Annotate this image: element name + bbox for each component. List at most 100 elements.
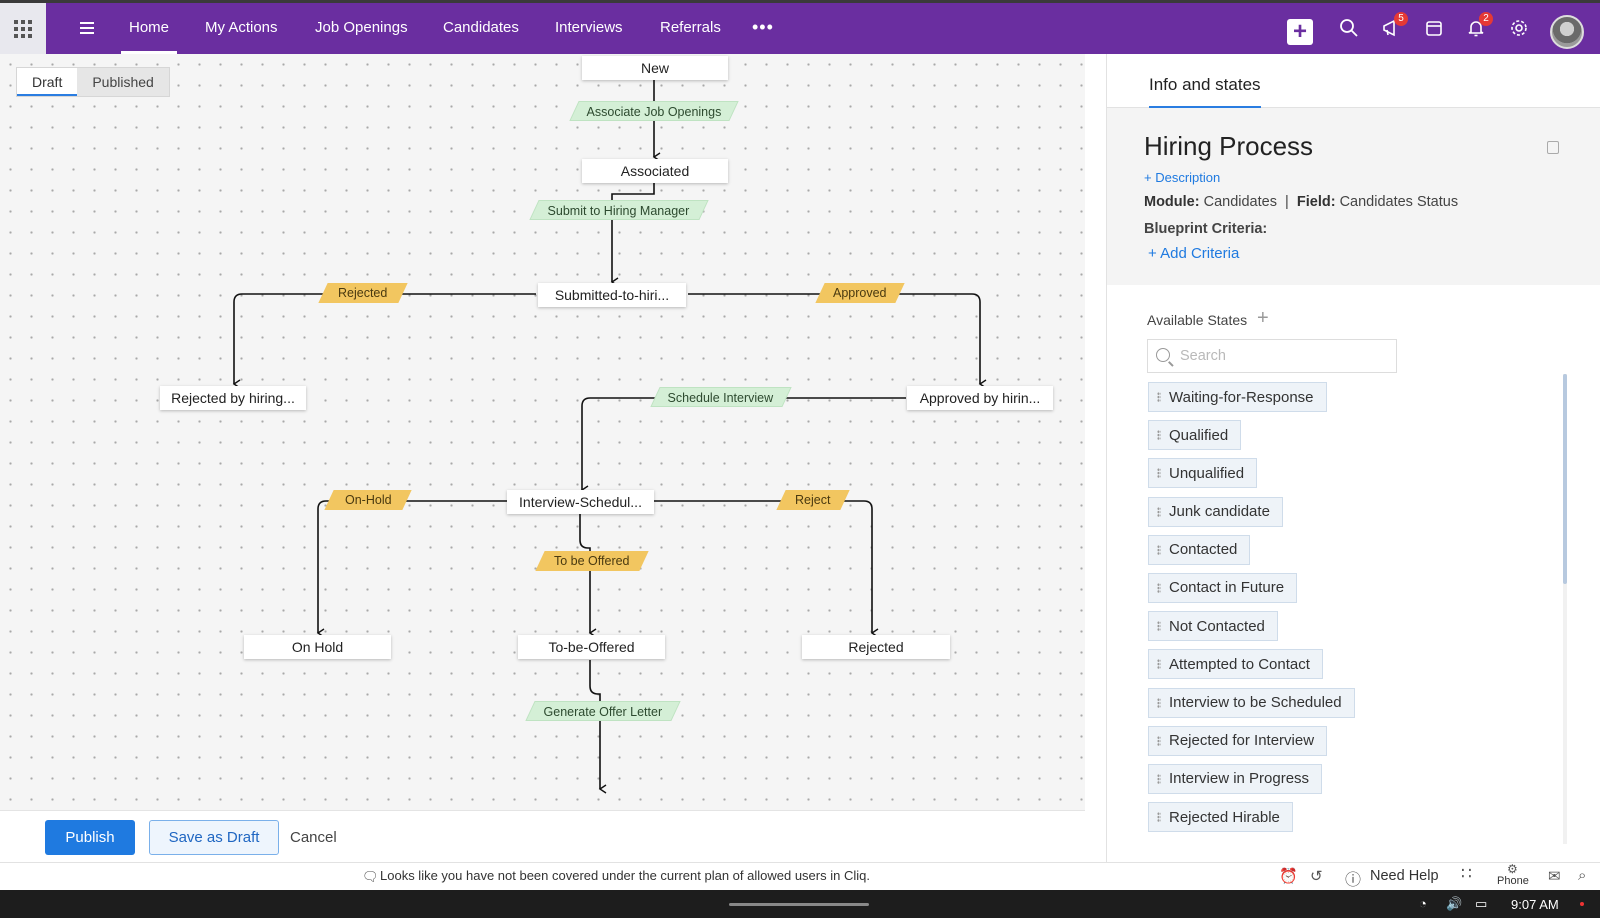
state-chip-label: Interview in Progress	[1169, 770, 1310, 788]
state-chip[interactable]: Waiting-for-Response	[1148, 382, 1327, 412]
more-menu-icon[interactable]: •••	[752, 17, 774, 37]
hamburger-menu-icon[interactable]	[80, 22, 94, 34]
state-chip[interactable]: Qualified	[1148, 420, 1242, 451]
wifi-icon[interactable]: ◔	[1419, 896, 1427, 911]
drag-handle-icon[interactable]	[1157, 506, 1161, 517]
state-chip[interactable]: Attempted to Contact	[1148, 649, 1323, 680]
clock-time[interactable]: 9:07 AM	[1511, 897, 1559, 912]
states-search-input[interactable]	[1180, 346, 1380, 366]
blueprint-criteria-label: Blueprint Criteria:	[1144, 221, 1268, 237]
drag-handle-icon[interactable]	[1157, 812, 1161, 823]
states-search-box	[1147, 339, 1397, 373]
need-help-link[interactable]: Need Help	[1370, 868, 1439, 884]
alarm-clock-icon[interactable]: ⏰	[1279, 868, 1298, 885]
state-node-on-hold[interactable]: On Hold	[244, 635, 391, 659]
state-chip[interactable]: Not Contacted	[1148, 611, 1278, 642]
notification-bell-icon[interactable]: 2	[1463, 12, 1493, 41]
state-chip[interactable]: Unqualified	[1148, 458, 1258, 489]
state-chip[interactable]: Junk candidate	[1148, 496, 1283, 527]
nav-referrals[interactable]: Referrals	[660, 19, 721, 36]
volume-icon[interactable]: 🔊	[1446, 896, 1463, 911]
tab-info-and-states[interactable]: Info and states	[1149, 54, 1261, 109]
search-icon[interactable]	[1336, 15, 1362, 41]
nav-home[interactable]: Home	[120, 3, 178, 54]
add-description-link[interactable]: + Description	[1144, 170, 1221, 185]
tab-draft[interactable]: Draft	[17, 68, 78, 96]
nav-job-openings[interactable]: Job Openings	[315, 19, 408, 36]
blueprint-canvas[interactable]: Draft Published New Associated Submitted…	[0, 54, 1085, 810]
bookmark-icon[interactable]	[1547, 141, 1559, 154]
available-states-list: Waiting-for-Response Qualified Unqualifi…	[1148, 382, 1528, 840]
transition-to-be-offered[interactable]: To be Offered	[535, 551, 649, 571]
drag-handle-icon[interactable]	[1157, 659, 1161, 670]
cliq-status-bar: 🗨 Looks like you have not been covered u…	[0, 862, 1600, 890]
history-icon[interactable]: ↺	[1310, 868, 1323, 885]
drag-handle-icon[interactable]	[1157, 468, 1161, 479]
state-node-to-be-offered[interactable]: To-be-Offered	[518, 635, 665, 659]
drag-handle-icon[interactable]	[1157, 773, 1161, 784]
drag-handle-icon[interactable]	[1157, 582, 1161, 593]
drag-handle-icon[interactable]	[1157, 430, 1161, 441]
state-chip[interactable]: Contacted	[1148, 534, 1251, 565]
module-field-line: Module: Candidates | Field: Candidates S…	[1144, 194, 1458, 210]
state-chip[interactable]: Interview in Progress	[1148, 763, 1323, 794]
transition-submit-to-hiring-manager[interactable]: Submit to Hiring Manager	[529, 200, 709, 220]
user-avatar[interactable]	[1550, 15, 1584, 49]
top-navigation-bar: Home My Actions Job Openings Candidates …	[0, 0, 1600, 54]
state-node-approved-by-hiring[interactable]: Approved by hirin...	[907, 386, 1053, 410]
phone-icon[interactable]: ⚙	[1507, 862, 1518, 876]
drag-handle-icon[interactable]	[1157, 621, 1161, 632]
transition-rejected[interactable]: Rejected	[318, 283, 408, 303]
state-chip[interactable]: Rejected Hirable	[1148, 802, 1293, 833]
transition-generate-offer-letter[interactable]: Generate Offer Letter	[525, 701, 681, 721]
quick-create-button[interactable]: +	[1287, 19, 1313, 45]
state-chip-label: Rejected Hirable	[1169, 808, 1280, 826]
drag-handle-icon[interactable]	[1157, 392, 1161, 402]
os-taskbar: ◔ 🔊 ▭ 9:07 AM	[0, 890, 1600, 918]
blueprint-info-box: Hiring Process + Description Module: Can…	[1107, 108, 1600, 285]
home-handle[interactable]	[729, 903, 869, 906]
publish-button[interactable]: Publish	[45, 820, 135, 855]
search-icon[interactable]: ⌕	[1578, 867, 1587, 884]
state-node-rejected-by-hiring[interactable]: Rejected by hiring...	[160, 386, 306, 410]
state-chip[interactable]: Contact in Future	[1148, 572, 1298, 603]
add-criteria-link[interactable]: + Add Criteria	[1148, 245, 1240, 262]
app-launcher-button[interactable]	[0, 3, 46, 54]
drag-handle-icon[interactable]	[1157, 697, 1161, 708]
battery-icon[interactable]: ▭	[1475, 896, 1488, 911]
state-chip[interactable]: Rejected for Interview	[1148, 725, 1328, 756]
save-as-draft-button[interactable]: Save as Draft	[149, 820, 279, 855]
state-node-rejected[interactable]: Rejected	[802, 635, 950, 659]
add-state-icon[interactable]: +	[1257, 307, 1269, 329]
phone-label[interactable]: Phone	[1497, 875, 1529, 887]
transition-reject[interactable]: Reject	[776, 490, 850, 510]
states-scrollbar-thumb[interactable]	[1563, 374, 1567, 584]
settings-gear-icon[interactable]	[1506, 15, 1532, 41]
transition-associate-job-openings[interactable]: Associate Job Openings	[569, 101, 739, 121]
nav-candidates[interactable]: Candidates	[443, 19, 519, 36]
states-scrollbar-track[interactable]	[1563, 374, 1567, 844]
tab-published[interactable]: Published	[92, 74, 154, 90]
drag-handle-icon[interactable]	[1157, 735, 1161, 746]
nav-my-actions[interactable]: My Actions	[205, 19, 278, 36]
state-node-submitted[interactable]: Submitted-to-hiri...	[538, 283, 686, 307]
state-chip-label: Attempted to Contact	[1169, 655, 1310, 673]
help-icon[interactable]: ⓘ	[1345, 872, 1362, 889]
transition-schedule-interview[interactable]: Schedule Interview	[650, 387, 792, 407]
state-node-interview-scheduled[interactable]: Interview-Schedul...	[507, 490, 654, 514]
state-node-new[interactable]: New	[582, 56, 728, 80]
transition-on-hold[interactable]: On-Hold	[324, 490, 412, 510]
activity-icon[interactable]: 5	[1378, 12, 1408, 41]
calendar-icon[interactable]	[1421, 15, 1447, 41]
dialpad-icon[interactable]: ∷	[1461, 864, 1472, 883]
drag-handle-icon[interactable]	[1157, 544, 1161, 555]
state-chip-label: Rejected for Interview	[1169, 732, 1315, 750]
state-node-associated[interactable]: Associated	[582, 159, 728, 183]
chat-history-icon[interactable]: ✉	[1548, 868, 1561, 885]
transition-approved[interactable]: Approved	[815, 283, 905, 303]
field-value: Candidates Status	[1339, 194, 1459, 210]
transition-label: Approved	[833, 286, 887, 300]
state-chip[interactable]: Interview to be Scheduled	[1148, 687, 1355, 718]
cancel-button[interactable]: Cancel	[290, 829, 337, 846]
nav-interviews[interactable]: Interviews	[555, 19, 623, 36]
